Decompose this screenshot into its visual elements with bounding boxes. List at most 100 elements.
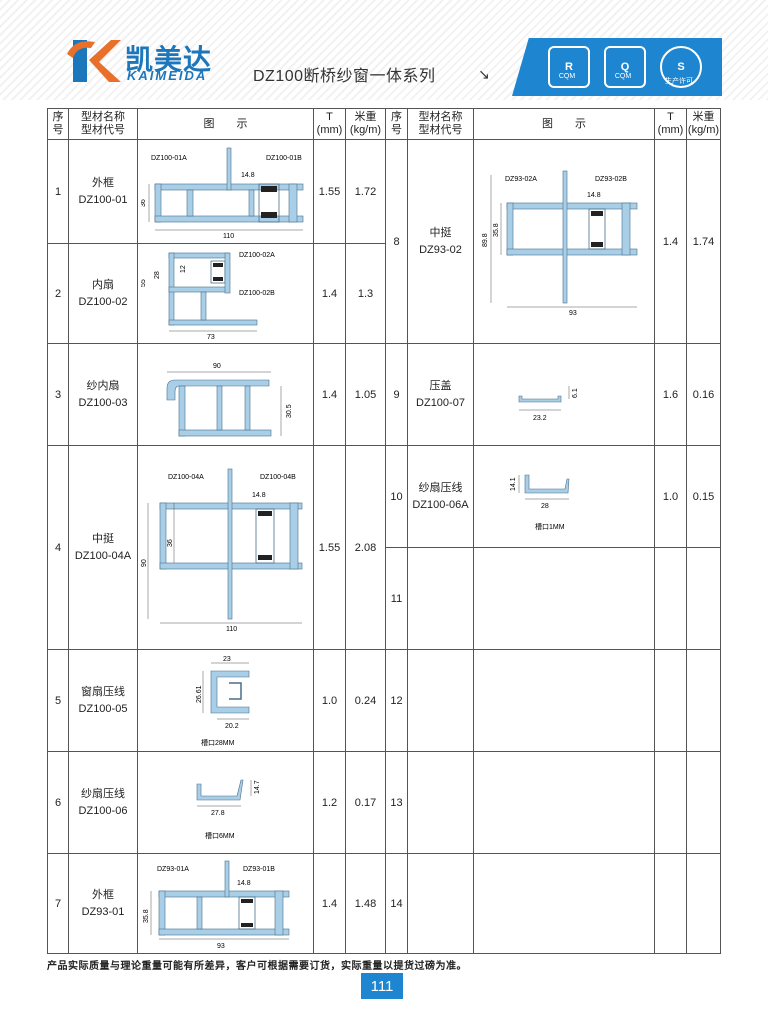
diagram-cell (473, 649, 655, 752)
part-label: DZ100-04B (260, 474, 296, 481)
part-label: DZ93-01B (243, 866, 275, 873)
profile-code: DZ100-06 (78, 804, 128, 817)
page-number: 111 (361, 973, 403, 999)
t-cell: 1.4 (313, 853, 346, 954)
note-label: 槽口28MM (201, 738, 235, 747)
profile-name: 外框 (92, 176, 114, 189)
name-cell: 内扇 DZ100-02 (68, 243, 138, 344)
dim-label: 89.8 (482, 233, 489, 247)
weight-cell: 1.74 (686, 139, 721, 344)
profile-drawing-3: 90 30.5 (166, 363, 293, 436)
dim-label: 110 (226, 626, 237, 633)
weight-cell (686, 751, 721, 854)
kaimeida-logo-icon (67, 40, 121, 82)
seq-cell: 9 (385, 343, 408, 446)
dim-label: 26.61 (196, 685, 203, 703)
header-text: 米重 (kg/m) (687, 111, 720, 136)
weight-cell: 1.3 (345, 243, 386, 344)
part-label: DZ93-01A (157, 866, 189, 873)
dim-label: 27.8 (211, 810, 225, 817)
dim-label: 36 (141, 199, 147, 207)
profile-name: 纱扇压线 (81, 787, 125, 800)
diagram-cell (473, 751, 655, 854)
dim-label: 35.8 (493, 223, 500, 237)
profile-code: DZ100-05 (78, 702, 128, 715)
diagram-cell: DZ93-01A DZ93-01B 14.8 35.8 93 (137, 853, 314, 954)
t-cell: 1.55 (313, 139, 346, 244)
profile-name: 中挺 (92, 532, 114, 545)
diagram-cell: DZ100-01A DZ100-01B 14.8 36 110 (137, 139, 314, 244)
diagram-cell: DZ100-02A DZ100-02B 55 28 12 73 (137, 243, 314, 344)
weight-cell: 0.17 (345, 751, 386, 854)
cert-label: CQM (558, 73, 576, 80)
name-cell: 纱扇压线 DZ100-06 (68, 751, 138, 854)
dim-label: 14.1 (510, 477, 517, 491)
profile-name: 压盖 (429, 379, 452, 392)
header-seq: 序 号 (385, 108, 408, 140)
dim-label: 73 (207, 334, 215, 341)
name-cell (407, 649, 474, 752)
seq-cell: 14 (385, 853, 408, 954)
weight-cell: 0.15 (686, 445, 721, 548)
t-cell: 1.0 (313, 649, 346, 752)
profile-code: DZ93-02 (419, 243, 462, 256)
profile-code: DZ100-03 (78, 396, 128, 409)
cert-label: 生产许可 (665, 78, 693, 85)
cert-mark: R (565, 60, 573, 73)
diagram-cell: 90 30.5 (137, 343, 314, 446)
profile-code: DZ100-04A (74, 549, 132, 562)
profile-name: 内扇 (92, 278, 114, 291)
profile-code: DZ100-02 (78, 295, 128, 308)
diagram-cell: 6.1 23.2 (473, 343, 655, 446)
weight-cell: 1.05 (345, 343, 386, 446)
part-label: DZ100-02A (239, 252, 275, 259)
profile-name: 纱扇压线 (418, 481, 463, 494)
weight-cell: 1.48 (345, 853, 386, 954)
weight-cell (686, 853, 721, 954)
seq-cell: 11 (385, 547, 408, 650)
dim-label: 90 (141, 559, 148, 567)
profile-name: 纱内扇 (86, 379, 120, 392)
seq-cell: 12 (385, 649, 408, 752)
name-cell (407, 547, 474, 650)
header-text: 型材名称 型材代号 (81, 111, 125, 136)
t-cell: 1.4 (313, 243, 346, 344)
note-label: 槽口6MM (205, 831, 235, 840)
page-header: 凯美达 KAIMEIDA DZ100断桥纱窗一体系列 ↘ R CQM Q CQM… (0, 0, 768, 100)
diagram-cell (473, 853, 655, 954)
t-cell (654, 649, 687, 752)
diagram-cell: 14.1 28 槽口1MM (473, 445, 655, 548)
seq-cell: 2 (47, 243, 69, 344)
header-name: 型材名称 型材代号 (407, 108, 474, 140)
dim-label: 30.5 (286, 404, 293, 418)
profile-name: 外框 (92, 888, 114, 901)
weight-cell: 0.24 (345, 649, 386, 752)
header-text: 序 号 (52, 111, 64, 136)
seq-cell: 7 (47, 853, 69, 954)
header-name: 型材名称 型材代号 (68, 108, 138, 140)
t-cell: 1.55 (313, 445, 346, 650)
header-diagram: 图 示 (473, 108, 655, 140)
profile-drawing-1: DZ100-01A DZ100-01B 14.8 36 110 (141, 147, 303, 240)
seq-cell: 10 (385, 445, 408, 548)
profile-drawing-9: 6.1 23.2 (518, 385, 579, 422)
seq-cell: 8 (385, 139, 408, 344)
t-cell (654, 751, 687, 854)
dim-label: 28 (154, 271, 161, 279)
name-cell: 纱内扇 DZ100-03 (68, 343, 138, 446)
table-row: 11 (48, 547, 721, 650)
profile-drawing-10: 14.1 28 槽口1MM (510, 474, 570, 531)
profile-drawing-8: DZ93-02A DZ93-02B 14.8 89.8 35.8 93 (482, 170, 637, 317)
header-t: T (mm) (654, 108, 687, 140)
dim-label: 36 (167, 539, 174, 547)
cert-q-icon: Q (604, 46, 646, 88)
dim-label: 23.2 (533, 415, 547, 422)
